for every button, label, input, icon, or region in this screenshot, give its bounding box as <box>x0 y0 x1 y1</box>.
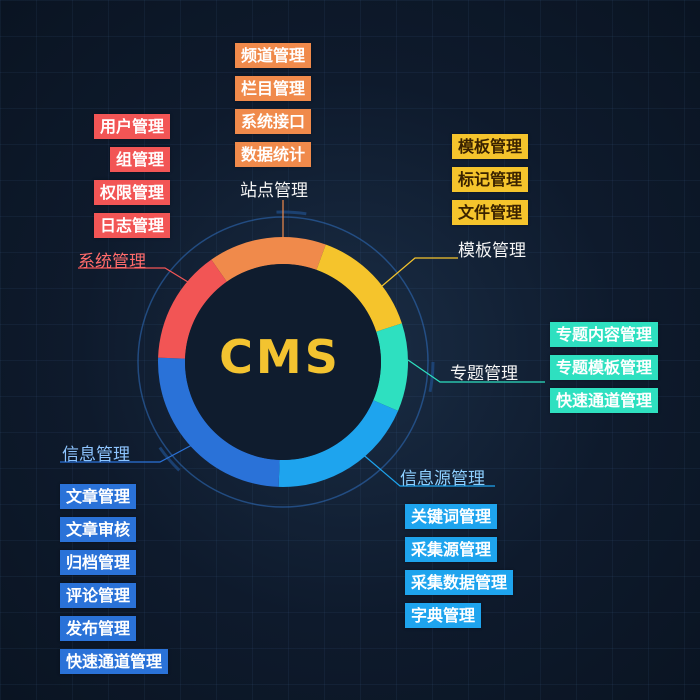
system-item[interactable]: 组管理 <box>109 147 170 172</box>
site-item[interactable]: 频道管理 <box>235 43 312 68</box>
category-label-source: 信息源管理 <box>400 469 485 489</box>
site-items: 频道管理栏目管理系统接口数据统计 <box>235 43 312 167</box>
site-item[interactable]: 系统接口 <box>235 109 312 134</box>
site-item[interactable]: 栏目管理 <box>235 76 312 101</box>
connector-system <box>78 267 189 283</box>
topic-item[interactable]: 专题内容管理 <box>550 322 659 347</box>
topic-item[interactable]: 专题模板管理 <box>550 355 659 380</box>
category-label-site: 站点管理 <box>240 181 308 201</box>
connector-topic <box>407 359 545 383</box>
system-item[interactable]: 用户管理 <box>93 114 170 139</box>
system-item[interactable]: 权限管理 <box>93 180 170 205</box>
source-items: 关键词管理采集源管理采集数据管理字典管理 <box>405 504 514 628</box>
ring-segment-system <box>158 259 227 359</box>
source-item[interactable]: 字典管理 <box>405 603 482 628</box>
connector-source <box>359 451 495 487</box>
source-item[interactable]: 采集源管理 <box>405 537 498 562</box>
topic-item[interactable]: 快速通道管理 <box>550 388 659 413</box>
template-item[interactable]: 文件管理 <box>452 200 529 225</box>
template-items: 模板管理标记管理文件管理 <box>452 134 529 225</box>
source-item[interactable]: 关键词管理 <box>405 504 498 529</box>
info-item[interactable]: 文章管理 <box>60 484 137 509</box>
connector-lines <box>60 200 545 487</box>
info-item[interactable]: 评论管理 <box>60 583 137 608</box>
ring-segment-source <box>278 400 399 488</box>
ring-segment-topic <box>373 323 408 411</box>
ring-segment-info <box>157 357 280 487</box>
ring-segments <box>157 236 408 488</box>
template-item[interactable]: 标记管理 <box>452 167 529 192</box>
category-label-topic: 专题管理 <box>450 364 518 384</box>
system-item[interactable]: 日志管理 <box>93 213 170 238</box>
source-item[interactable]: 采集数据管理 <box>405 570 514 595</box>
ring-segment-template <box>316 244 402 332</box>
info-item[interactable]: 发布管理 <box>60 616 137 641</box>
connector-template <box>381 257 458 287</box>
connector-info <box>60 444 193 463</box>
template-item[interactable]: 模板管理 <box>452 134 529 159</box>
info-item[interactable]: 文章审核 <box>60 517 137 542</box>
info-item[interactable]: 归档管理 <box>60 550 137 575</box>
category-label-info: 信息管理 <box>62 445 130 465</box>
ring-segment-site <box>211 236 326 282</box>
cms-title: CMS <box>219 330 341 384</box>
site-item[interactable]: 数据统计 <box>235 142 312 167</box>
info-item[interactable]: 快速通道管理 <box>60 649 169 674</box>
info-items: 文章管理文章审核归档管理评论管理发布管理快速通道管理 <box>60 484 169 674</box>
category-label-template: 模板管理 <box>458 241 526 261</box>
system-items: 用户管理组管理权限管理日志管理 <box>93 114 170 238</box>
topic-items: 专题内容管理专题模板管理快速通道管理 <box>550 322 659 413</box>
ring-hole <box>185 264 381 460</box>
category-label-system: 系统管理 <box>78 252 146 272</box>
